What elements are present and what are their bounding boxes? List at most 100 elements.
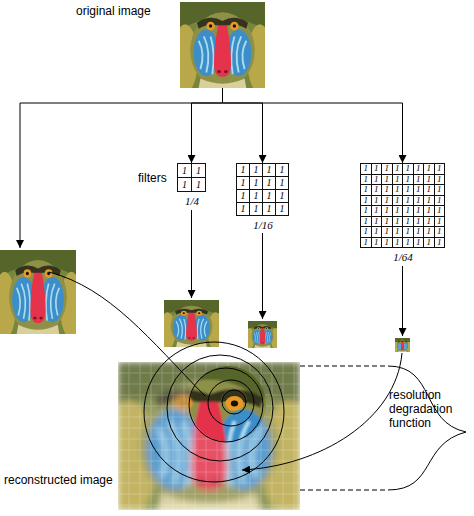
mid-resolution-ring [118,362,300,510]
image-caption: reconstructed image [4,474,113,487]
filter-cell: 1 [276,164,289,177]
filter-cell: 1 [237,164,250,177]
resolution-circle [208,380,254,426]
filter-grid: 11111/4 [177,163,206,192]
full-resolution-copy [0,250,83,339]
filter-cell: 1 [424,206,435,217]
filter-weight: 1/64 [351,252,455,263]
resolution-circle [167,355,273,461]
dashed-guide [300,490,386,491]
filter-weight: 1/4 [168,196,216,207]
filter-cell: 1 [393,227,404,238]
filter-cell: 1 [276,177,289,190]
filter-cell: 1 [361,164,372,175]
sixty-fourth-resolution-image [394,338,412,353]
filter-cell: 1 [403,185,414,196]
filter-cell: 1 [361,206,372,217]
filter-cell: 1 [263,177,276,190]
filter-cell: 1 [192,164,206,178]
filter-cell: 1 [382,238,393,249]
brace-bracket [388,366,466,490]
filter-cell: 1 [372,238,383,249]
resolution-circle [189,368,263,442]
filter-cell: 1 [382,164,393,175]
filter-cell: 1 [403,217,414,228]
reconstructed-photo [118,362,300,510]
layout-arrows [20,103,466,490]
filter-weight: 1/16 [227,220,299,231]
downsample-arrow [402,266,403,336]
filter-cell: 1 [361,217,372,228]
filter-cell: 1 [382,206,393,217]
downsample-arrow [191,210,192,298]
filter-cell: 1 [237,190,250,203]
filter-cell: 1 [250,177,263,190]
filter-cell: 1 [414,217,425,228]
filter-cell: 1 [435,217,446,228]
filter-cell: 1 [435,185,446,196]
filter-cell: 1 [372,185,383,196]
resolution-circles [144,342,284,482]
filter-cell: 1 [382,185,393,196]
filter-cell: 1 [263,203,276,216]
filter-cell: 1 [403,227,414,238]
filter-cell: 1 [393,175,404,186]
filter-cell: 1 [424,185,435,196]
filter-cell: 1 [263,190,276,203]
filter-cell: 1 [237,203,250,216]
filter-cell: 1 [361,185,372,196]
filter-cell: 1 [372,175,383,186]
filter-cell: 1 [361,227,372,238]
filter-cell: 1 [382,217,393,228]
filter-cell: 1 [414,206,425,217]
filter-cell: 1 [372,227,383,238]
filter-cell: 1 [414,175,425,186]
filter-cell: 1 [435,227,446,238]
sixteenth-resolution-image [245,321,279,350]
flow-arrow [223,88,403,163]
filter-cell: 1 [372,206,383,217]
section-label: filters [138,171,178,185]
filter-cell: 1 [393,206,404,217]
resolution-circle [222,390,246,414]
filter-cell: 1 [393,217,404,228]
filter-cell: 1 [403,196,414,207]
filter-cell: 1 [424,175,435,186]
filter-cell: 1 [178,164,192,178]
filter-cell: 1 [382,227,393,238]
filter-cell: 1 [403,206,414,217]
filter-cell: 1 [424,217,435,228]
periphery-curve [242,353,402,470]
filter-cell: 1 [250,164,263,177]
image-node: original image [180,2,265,88]
filter-cell: 1 [372,164,383,175]
flow-arrow [192,88,223,163]
branch-arrow [20,103,223,248]
filter-cell: 1 [237,177,250,190]
filter-cell: 1 [361,196,372,207]
filter-grid: 11111111111111111/16 [236,163,289,216]
downsample-arrow [262,233,263,319]
original-photo [172,2,272,93]
image-caption: original image [76,5,151,18]
filter-cell: 1 [276,190,289,203]
filter-cell: 1 [382,175,393,186]
flow-arrow [223,88,263,163]
filter-cell: 1 [414,164,425,175]
filter-cell: 1 [403,164,414,175]
filter-cell: 1 [435,238,446,249]
filter-cell: 1 [424,196,435,207]
filter-cell: 1 [414,185,425,196]
filter-cell: 1 [276,203,289,216]
filter-cell: 1 [263,164,276,177]
filter-cell: 1 [250,190,263,203]
filter-cell: 1 [372,196,383,207]
full-resolution-fovea [118,362,300,510]
filter-cell: 1 [414,227,425,238]
filter-cell: 1 [393,238,404,249]
filter-cell: 1 [372,217,383,228]
filter-cell: 1 [178,178,192,192]
filter-cell: 1 [393,164,404,175]
filter-cell: 1 [393,196,404,207]
annotation-label: resolution degradation function [389,388,459,430]
